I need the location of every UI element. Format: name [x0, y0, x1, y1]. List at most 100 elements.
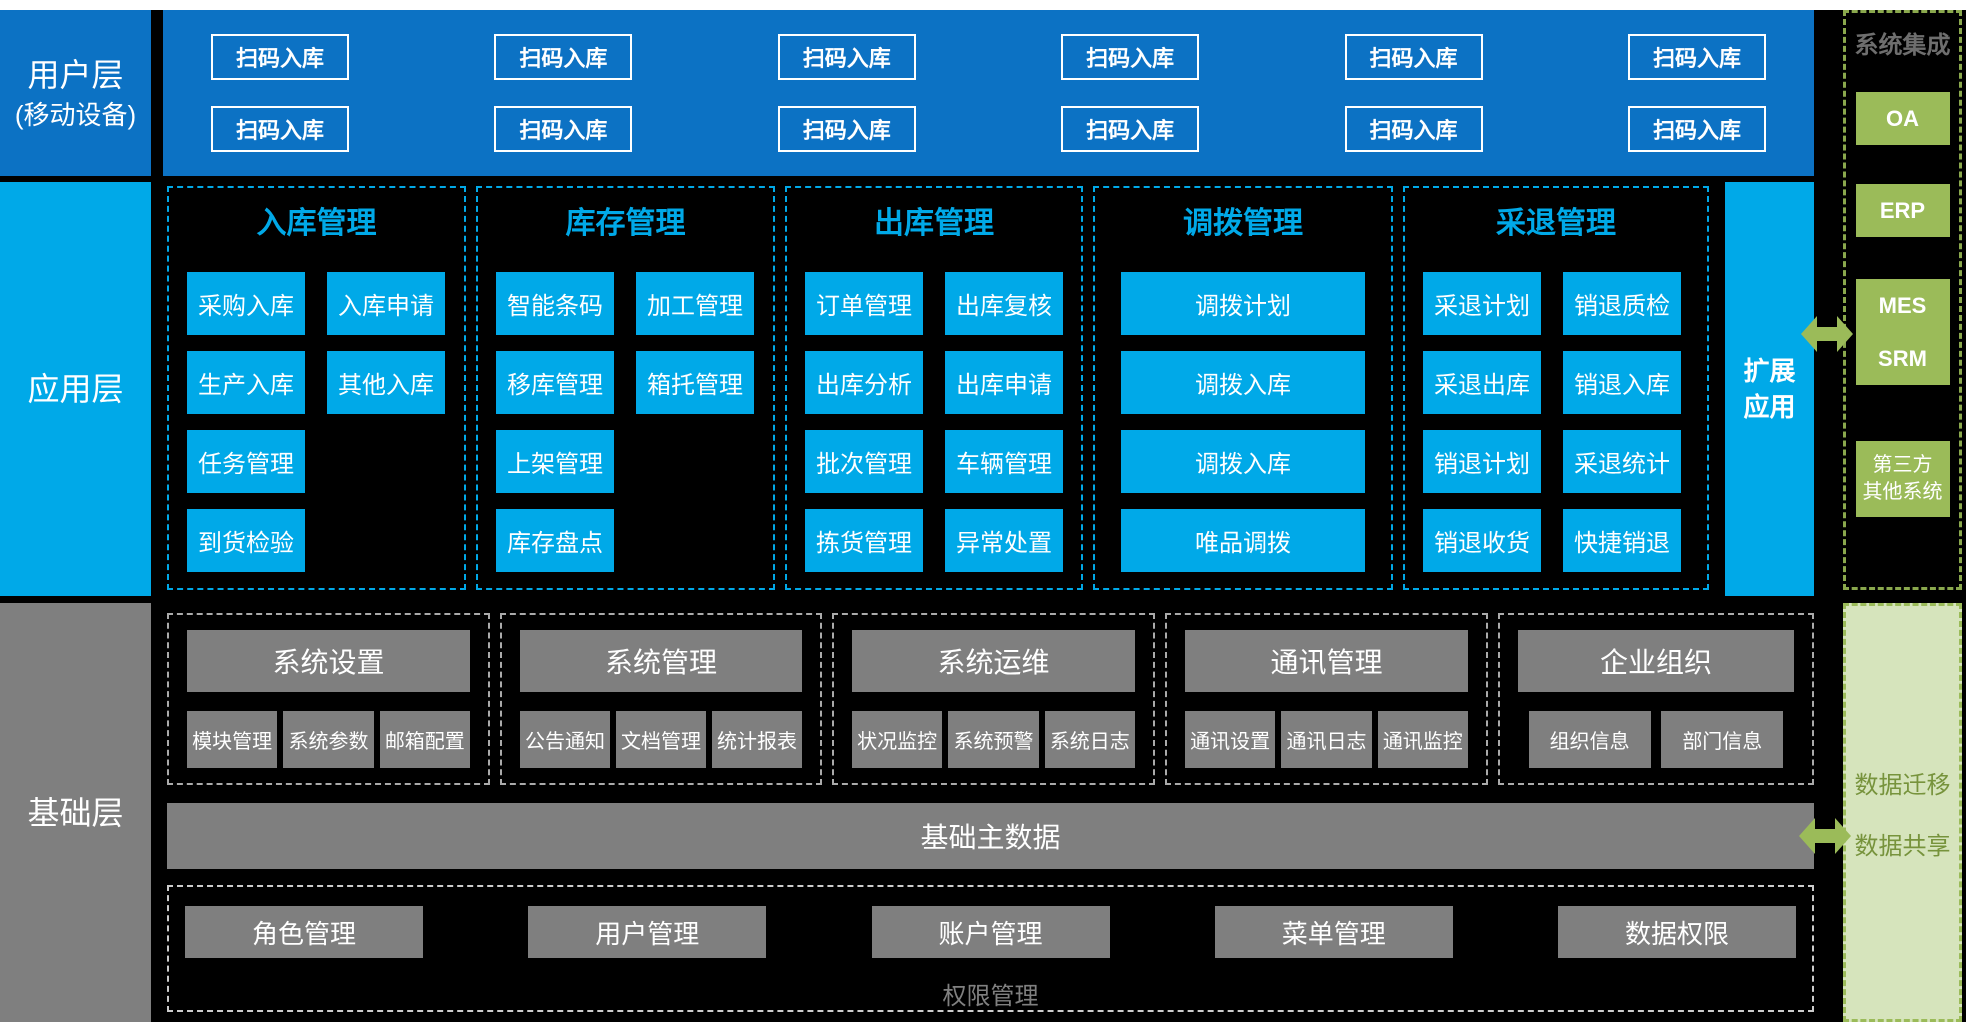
base-group-items: 状况监控 系统预警 系统日志 — [834, 711, 1153, 768]
group-title: 调拨管理 — [1183, 207, 1303, 240]
scan-button-row-2: 扫码入库 扫码入库 扫码入库 扫码入库 扫码入库 扫码入库 — [163, 106, 1814, 152]
module-box: 菜单管理 — [1214, 906, 1453, 958]
scan-inbound-button: 扫码入库 — [1344, 34, 1483, 80]
module-box: 车辆管理 — [945, 430, 1063, 493]
base-group-enterprise-org: 企业组织 组织信息 部门信息 — [1498, 613, 1814, 785]
data-exchange-panel: 数据迁移 数据共享 — [1843, 603, 1962, 1022]
module-box: 模块管理 — [187, 711, 278, 768]
app-group-inbound: 入库管理 采购入库 入库申请 生产入库 其他入库 任务管理 到货检验 — [167, 186, 466, 590]
module-box: 出库分析 — [805, 351, 923, 414]
module-box: 部门信息 — [1661, 711, 1784, 768]
layer-label-user: 用户层 (移动设备) — [0, 10, 151, 176]
module-box: 出库申请 — [945, 351, 1063, 414]
base-group-header: 系统运维 — [852, 630, 1135, 692]
scan-inbound-button: 扫码入库 — [211, 106, 349, 152]
base-group-system-settings: 系统设置 模块管理 系统参数 邮箱配置 — [167, 613, 490, 785]
integration-system-mes: MES — [1855, 279, 1950, 332]
module-box: 出库复核 — [945, 272, 1063, 335]
module-box: 销退入库 — [1563, 351, 1681, 414]
base-group-items: 公告通知 文档管理 统计报表 — [502, 711, 820, 768]
integration-system-srm: SRM — [1855, 332, 1950, 385]
layer-app-title: 应用层 — [27, 371, 124, 407]
base-group-items: 组织信息 部门信息 — [1500, 711, 1812, 768]
module-box: 统计报表 — [712, 711, 802, 768]
integration-title: 系统集成 — [1854, 32, 1951, 59]
module-box: 快捷销退 — [1563, 509, 1681, 572]
group-items: 订单管理 出库复核 出库分析 出库申请 批次管理 车辆管理 拣货管理 异常处置 — [787, 272, 1081, 572]
permission-group-label: 权限管理 — [942, 983, 1039, 1010]
extension-label-line2: 应用 — [1743, 392, 1796, 422]
scan-inbound-button: 扫码入库 — [777, 34, 916, 80]
module-box: 通讯监控 — [1377, 711, 1468, 768]
module-box: 邮箱配置 — [379, 711, 470, 768]
module-box: 组织信息 — [1528, 711, 1651, 768]
data-sync-arrow-icon — [1799, 818, 1851, 854]
layer-user-title: 用户层 — [27, 57, 124, 93]
module-box: 销退收货 — [1423, 509, 1541, 572]
base-group-header: 通讯管理 — [1185, 630, 1468, 692]
module-box: 采退计划 — [1423, 272, 1541, 335]
module-box: 唯品调拨 — [1121, 509, 1365, 572]
module-box: 箱托管理 — [636, 351, 754, 414]
layer-user-subtitle: (移动设备) — [14, 100, 137, 130]
group-title: 出库管理 — [874, 207, 994, 240]
integration-system-erp: ERP — [1855, 184, 1950, 237]
module-box: 采购入库 — [187, 272, 305, 335]
module-box: 数据权限 — [1558, 906, 1796, 958]
base-group-header: 系统管理 — [520, 630, 802, 692]
module-box: 采退出库 — [1423, 351, 1541, 414]
module-box: 入库申请 — [327, 272, 445, 335]
module-box: 拣货管理 — [805, 509, 923, 572]
module-box: 采退统计 — [1563, 430, 1681, 493]
module-box: 角色管理 — [185, 906, 423, 958]
module-box: 任务管理 — [187, 430, 305, 493]
module-box: 上架管理 — [496, 430, 614, 493]
scan-inbound-button: 扫码入库 — [1061, 106, 1200, 152]
module-box: 智能条码 — [496, 272, 614, 335]
integration-sync-arrow-icon — [1801, 316, 1853, 352]
integration-system-oa: OA — [1855, 92, 1950, 145]
group-title: 采退管理 — [1496, 207, 1616, 240]
base-group-header: 企业组织 — [1518, 630, 1794, 692]
module-box: 其他入库 — [327, 351, 445, 414]
group-title: 入库管理 — [256, 207, 377, 240]
module-box: 账户管理 — [871, 906, 1110, 958]
module-box: 调拨计划 — [1121, 272, 1365, 335]
module-box: 销退质检 — [1563, 272, 1681, 335]
user-layer-band: 扫码入库 扫码入库 扫码入库 扫码入库 扫码入库 扫码入库 扫码入库 扫码入库 … — [163, 10, 1814, 176]
module-box: 库存盘点 — [496, 509, 614, 572]
app-group-returns: 采退管理 采退计划 销退质检 采退出库 销退入库 销退计划 采退统计 销退收货 … — [1403, 186, 1709, 590]
permission-group: 角色管理 用户管理 账户管理 菜单管理 数据权限 权限管理 — [167, 885, 1814, 1012]
module-box: 异常处置 — [945, 509, 1063, 572]
module-box: 状况监控 — [852, 711, 943, 768]
module-box: 加工管理 — [636, 272, 754, 335]
scan-inbound-button: 扫码入库 — [1627, 34, 1766, 80]
base-group-items: 模块管理 系统参数 邮箱配置 — [169, 711, 488, 768]
data-sharing-label: 数据共享 — [1854, 832, 1951, 860]
scan-button-row-1: 扫码入库 扫码入库 扫码入库 扫码入库 扫码入库 扫码入库 — [163, 34, 1814, 80]
base-group-items: 通讯设置 通讯日志 通讯监控 — [1167, 711, 1486, 768]
third-party-line2: 其他系统 — [1862, 481, 1943, 503]
layer-base-title: 基础层 — [27, 794, 124, 831]
group-items: 智能条码 加工管理 移库管理 箱托管理 上架管理 库存盘点 — [478, 272, 773, 572]
scan-inbound-button: 扫码入库 — [1061, 34, 1200, 80]
integration-panel: 系统集成 OA ERP MES SRM 第三方 其他系统 — [1843, 10, 1962, 590]
module-box: 调拨入库 — [1121, 351, 1365, 414]
layer-label-base: 基础层 — [0, 603, 151, 1022]
extension-label-line1: 扩展 — [1743, 356, 1796, 386]
module-box: 生产入库 — [187, 351, 305, 414]
group-title: 库存管理 — [565, 207, 686, 240]
scan-inbound-button: 扫码入库 — [211, 34, 349, 80]
module-box: 系统参数 — [283, 711, 374, 768]
module-box: 调拨入库 — [1121, 430, 1365, 493]
app-group-inventory: 库存管理 智能条码 加工管理 移库管理 箱托管理 上架管理 库存盘点 — [476, 186, 775, 590]
app-group-transfer: 调拨管理 调拨计划 调拨入库 调拨入库 唯品调拨 — [1093, 186, 1393, 590]
group-items: 调拨计划 调拨入库 调拨入库 唯品调拨 — [1095, 272, 1391, 572]
base-group-header: 系统设置 — [187, 630, 470, 692]
data-migration-label: 数据迁移 — [1854, 771, 1951, 799]
module-box: 公告通知 — [520, 711, 610, 768]
module-box: 系统预警 — [948, 711, 1039, 768]
group-items: 采退计划 销退质检 采退出库 销退入库 销退计划 采退统计 销退收货 快捷销退 — [1405, 272, 1707, 572]
integration-system-third-party: 第三方 其他系统 — [1855, 441, 1950, 517]
